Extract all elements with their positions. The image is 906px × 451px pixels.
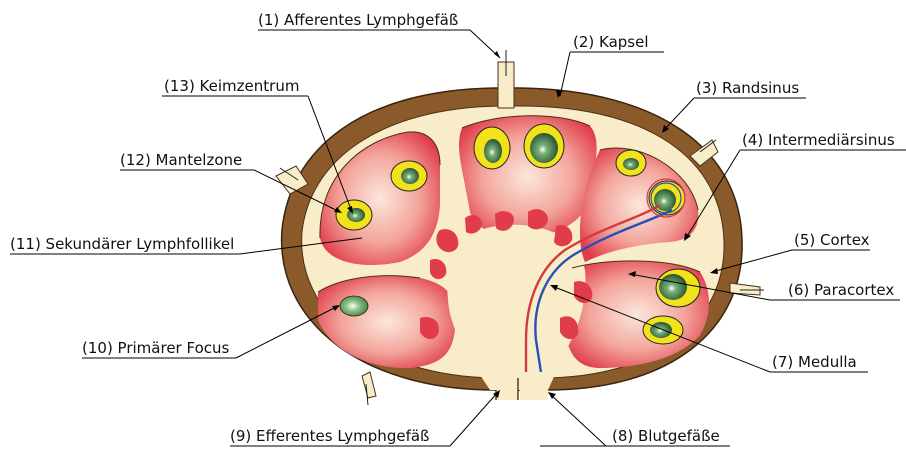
label-mantle-zone: (12) Mantelzone (120, 151, 242, 169)
label-blood-vessels: (8) Blutgefäße (612, 427, 720, 445)
label-capsule: (2) Kapsel (573, 33, 649, 51)
label-efferent-vessel: (9) Efferentes Lymphgefäß (230, 427, 430, 445)
germinal-center (650, 322, 672, 338)
label-intermediate-sinus: (4) Intermediärsinus (742, 131, 895, 149)
germinal-center (623, 158, 639, 170)
germinal-center (659, 274, 687, 300)
primary-focus (340, 296, 368, 316)
label-paracortex: (6) Paracortex (788, 281, 894, 299)
label-medulla: (7) Medulla (772, 353, 857, 371)
label-primary-focus: (10) Primärer Focus (82, 339, 230, 357)
germinal-center (401, 168, 419, 184)
label-germinal-center: (13) Keimzentrum (164, 77, 299, 95)
germinal-center (530, 133, 558, 163)
germinal-center (484, 139, 502, 163)
label-cortex: (5) Cortex (794, 231, 870, 249)
label-marginal-sinus: (3) Randsinus (696, 79, 799, 97)
label-secondary-follicle: (11) Sekundärer Lymphfollikel (10, 235, 234, 253)
label-afferent-vessel: (1) Afferentes Lymphgefäß (258, 11, 458, 29)
